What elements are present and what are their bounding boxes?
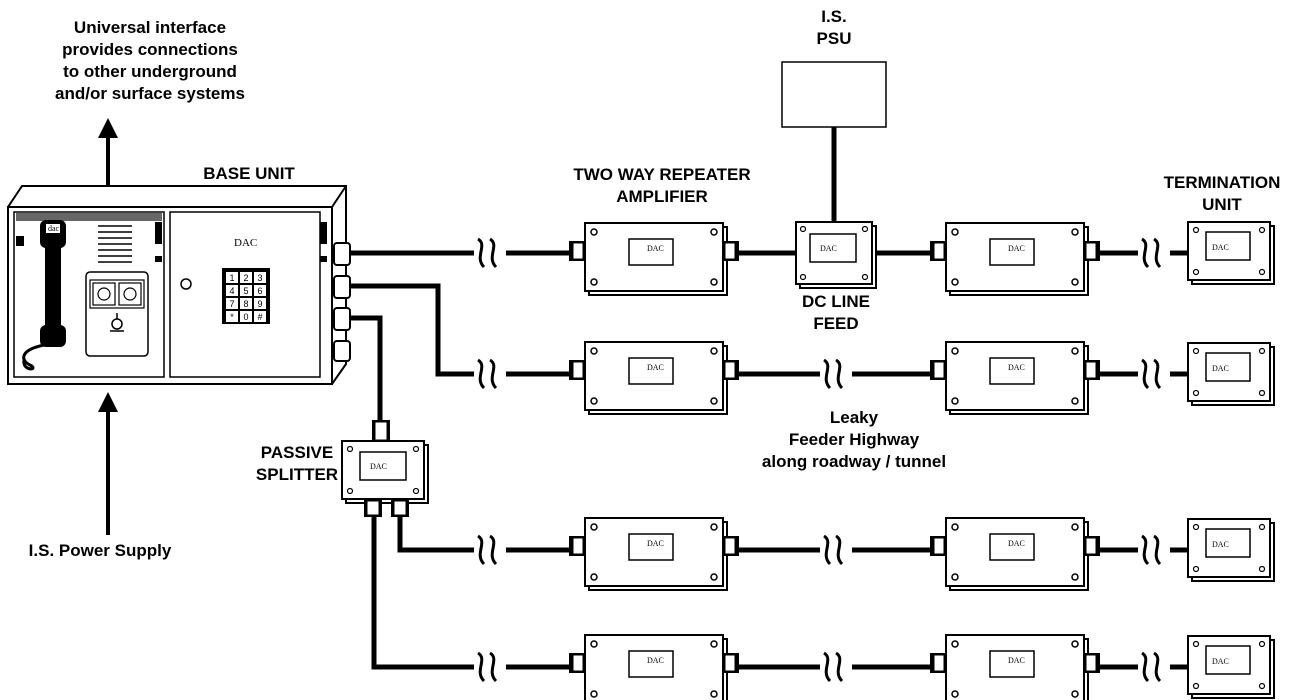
repeater-amplifier: DAC [568, 341, 740, 415]
keypad-key [254, 272, 266, 283]
dc-line-feed-unit: DAC [795, 221, 877, 289]
keypad-key [240, 311, 252, 322]
keypad-key [240, 272, 252, 283]
leaky-label-2: Feeder Highway [789, 430, 920, 449]
termination-label-2: UNIT [1202, 195, 1242, 214]
leaky-label-3: along roadway / tunnel [762, 452, 946, 471]
amplifier-logo: DAC [1008, 244, 1025, 253]
handset-icon: dac [16, 220, 66, 371]
amplifier-logo: DAC [1008, 656, 1025, 665]
termination-logo: DAC [1212, 243, 1229, 252]
termination-logo: DAC [1212, 364, 1229, 373]
keypad-key-label: 5 [243, 286, 248, 296]
universal-line-1: Universal interface [74, 18, 226, 37]
keypad-key-label: 6 [257, 286, 262, 296]
repeater-amplifier: DAC [568, 517, 740, 591]
keypad-key-label: # [257, 312, 262, 322]
keypad-key-label: 9 [257, 299, 262, 309]
keypad-key [240, 298, 252, 309]
repeater-label-2: AMPLIFIER [616, 187, 708, 206]
keypad-key [254, 298, 266, 309]
arrow-up-icon [98, 118, 118, 185]
repeater-amplifier: DAC [929, 341, 1101, 415]
keypad-key-label: 0 [243, 312, 248, 322]
keypad-key-label: 8 [243, 299, 248, 309]
keypad-key [226, 272, 238, 283]
universal-line-2: provides connections [62, 40, 238, 59]
power-supply-label: I.S. Power Supply [29, 541, 172, 560]
universal-line-3: to other underground [63, 62, 237, 81]
termination-unit: DAC [1187, 635, 1275, 699]
keypad-key [226, 311, 238, 322]
termination-logo: DAC [1212, 657, 1229, 666]
cables [350, 127, 1188, 670]
dc-line-label-1: DC LINE [802, 292, 870, 311]
splitter-label-2: SPLITTER [256, 465, 338, 484]
amplifier-logo: DAC [647, 539, 664, 548]
keypad-key [226, 285, 238, 296]
arrow-up-icon [98, 392, 118, 535]
psu-label-2: PSU [817, 29, 852, 48]
keypad-key [226, 298, 238, 309]
amplifier-logo: DAC [647, 363, 664, 372]
passive-splitter: DAC [341, 420, 429, 517]
keypad-key-label: 2 [243, 273, 248, 283]
dc-line-label-2: FEED [813, 314, 858, 333]
psu-box [781, 61, 887, 128]
keypad-key-label: 1 [229, 273, 234, 283]
universal-interface-label: Universal interface provides connections… [55, 18, 245, 103]
amplifier-logo: DAC [647, 656, 664, 665]
termination-logo: DAC [1212, 540, 1229, 549]
termination-unit: DAC [1187, 342, 1275, 406]
universal-line-4: and/or surface systems [55, 84, 245, 103]
termination-unit: DAC [1187, 518, 1275, 582]
amplifier-logo: DAC [647, 244, 664, 253]
termination-unit: DAC [1187, 221, 1275, 285]
termination-label-1: TERMINATION [1164, 173, 1281, 192]
keypad-key [254, 285, 266, 296]
handset-logo: dac [48, 224, 60, 233]
repeater-label-1: TWO WAY REPEATER [573, 165, 750, 184]
repeater-amplifier: DAC [568, 634, 740, 700]
keypad-key-label: 7 [229, 299, 234, 309]
keypad-key [240, 285, 252, 296]
leaky-label-1: Leaky [830, 408, 879, 427]
psu-label-1: I.S. [821, 7, 847, 26]
keypad-key-label: * [230, 312, 234, 322]
repeater-amplifier: DAC [929, 634, 1101, 700]
speaker-grille [98, 225, 132, 263]
amplifier-logo: DAC [1008, 539, 1025, 548]
splitter-logo: DAC [370, 462, 387, 471]
keypad-key-label: 3 [257, 273, 262, 283]
base-unit-label: BASE UNIT [203, 164, 295, 183]
repeater-amplifier: DAC [568, 222, 740, 296]
repeater-amplifier: DAC [929, 517, 1101, 591]
dc-unit-logo: DAC [820, 244, 837, 253]
base-unit-logo: DAC [234, 237, 257, 249]
repeater-amplifier: DAC [929, 222, 1101, 296]
keypad-key [254, 311, 266, 322]
keypad-key-label: 4 [229, 286, 234, 296]
splitter-label-1: PASSIVE [261, 443, 333, 462]
amplifier-logo: DAC [1008, 363, 1025, 372]
